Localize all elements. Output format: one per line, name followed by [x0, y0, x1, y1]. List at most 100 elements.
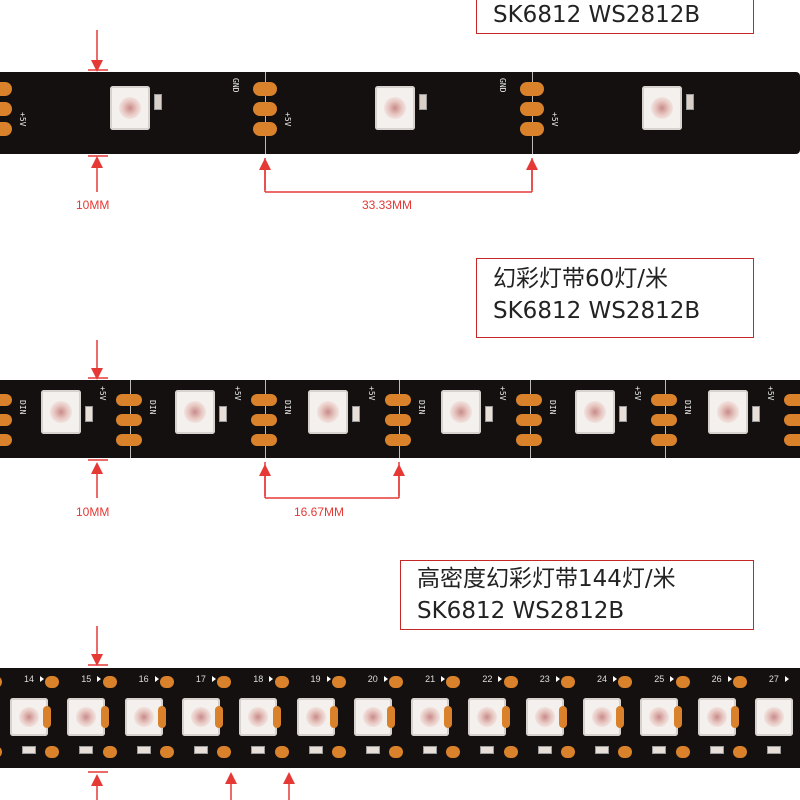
led-core: [119, 97, 141, 119]
led-core: [420, 707, 441, 727]
led-chip: [124, 698, 163, 736]
silkscreen-text: DIN: [417, 400, 426, 415]
led-number: 24: [597, 674, 608, 684]
strip60-width-label: 10MM: [76, 505, 110, 519]
solder-pad: [385, 434, 411, 446]
strip60-label: 幻彩灯带60灯/米 SK6812 WS2812B: [476, 258, 754, 338]
led-core: [50, 401, 72, 423]
solder-pad: [100, 706, 109, 728]
capacitor: [85, 406, 93, 422]
led-core: [190, 707, 211, 727]
solder-pad: [730, 706, 739, 728]
led-core: [649, 707, 670, 727]
silkscreen-text: DIN: [683, 400, 692, 415]
direction-arrow-icon: [383, 676, 388, 682]
solder-pad: [253, 122, 277, 136]
capacitor: [136, 746, 151, 754]
solder-pad: [675, 676, 690, 688]
strip30-width-label: 10MM: [76, 198, 110, 212]
direction-arrow-icon: [670, 676, 675, 682]
solder-pad: [501, 706, 510, 728]
strip144-model: SK6812 WS2812B: [417, 598, 625, 624]
solder-pad: [0, 394, 12, 406]
strip30-pitch-label: 33.33MM: [362, 198, 413, 212]
solder-pad: [784, 414, 800, 426]
led-chip: [697, 698, 736, 736]
led-chip: [10, 698, 48, 736]
capacitor: [766, 746, 781, 754]
led-chip: [67, 698, 106, 736]
direction-arrow-icon: [154, 676, 159, 682]
solder-pad: [253, 82, 277, 96]
led-core: [76, 707, 97, 727]
led-chip: [41, 390, 81, 434]
solder-pad: [784, 394, 800, 406]
led-core: [763, 707, 784, 727]
solder-pad: [116, 414, 142, 426]
led-number: 23: [539, 674, 550, 684]
capacitor: [752, 406, 760, 422]
led-chip: [525, 698, 564, 736]
solder-pad: [116, 434, 142, 446]
led-number: 27: [768, 674, 779, 684]
solder-pad: [675, 746, 690, 758]
solder-pad: [0, 746, 2, 758]
led-chip: [575, 390, 615, 434]
solder-pad: [251, 434, 277, 446]
solder-pad: [520, 122, 544, 136]
capacitor: [595, 746, 609, 754]
solder-pad: [0, 414, 12, 426]
strip60-pitch-label: 16.67MM: [294, 505, 345, 519]
silkscreen-text: +5V: [98, 386, 107, 401]
capacitor: [485, 406, 493, 422]
solder-pad: [561, 676, 575, 688]
capacitor: [352, 406, 360, 422]
solder-pad: [651, 414, 677, 426]
solder-pad: [159, 746, 174, 758]
led-number: 21: [425, 674, 436, 684]
capacitor: [365, 746, 380, 754]
led-core: [651, 97, 673, 119]
silkscreen-text: DIN: [283, 400, 292, 415]
led-number: 17: [195, 674, 206, 684]
solder-pad: [444, 706, 453, 728]
led-core: [19, 707, 39, 727]
led-core: [717, 401, 739, 423]
solder-pad: [331, 746, 346, 758]
direction-arrow-icon: [613, 676, 617, 682]
capacitor: [22, 746, 36, 754]
led-core: [450, 401, 472, 423]
solder-pad: [0, 676, 2, 688]
led-number: 25: [654, 674, 665, 684]
direction-arrow-icon: [555, 676, 560, 682]
solder-pad: [274, 746, 289, 758]
solder-pad: [43, 706, 52, 728]
solder-pad: [251, 394, 277, 406]
solder-pad: [516, 434, 542, 446]
led-number: 15: [81, 674, 92, 684]
silkscreen-text: +5V: [367, 386, 376, 401]
led-chip: [296, 698, 335, 736]
solder-pad: [673, 706, 682, 728]
solder-pad: [116, 394, 142, 406]
solder-pad: [389, 746, 404, 758]
solder-pad: [331, 676, 346, 688]
solder-pad: [618, 676, 633, 688]
direction-arrow-icon: [441, 676, 446, 682]
led-chip: [754, 698, 793, 736]
led-number: 20: [367, 674, 378, 684]
silkscreen-text: GND: [231, 78, 240, 93]
led-chip: [583, 698, 621, 736]
direction-arrow-icon: [269, 676, 274, 682]
solder-pad: [559, 706, 567, 728]
direction-arrow-icon: [97, 676, 102, 682]
led-core: [584, 401, 606, 423]
led-chip: [181, 698, 220, 736]
solder-pad: [217, 676, 232, 688]
solder-pad: [616, 706, 625, 728]
solder-pad: [446, 676, 461, 688]
solder-pad: [329, 706, 338, 728]
silkscreen-text: +5V: [18, 112, 27, 127]
solder-pad: [215, 706, 224, 728]
